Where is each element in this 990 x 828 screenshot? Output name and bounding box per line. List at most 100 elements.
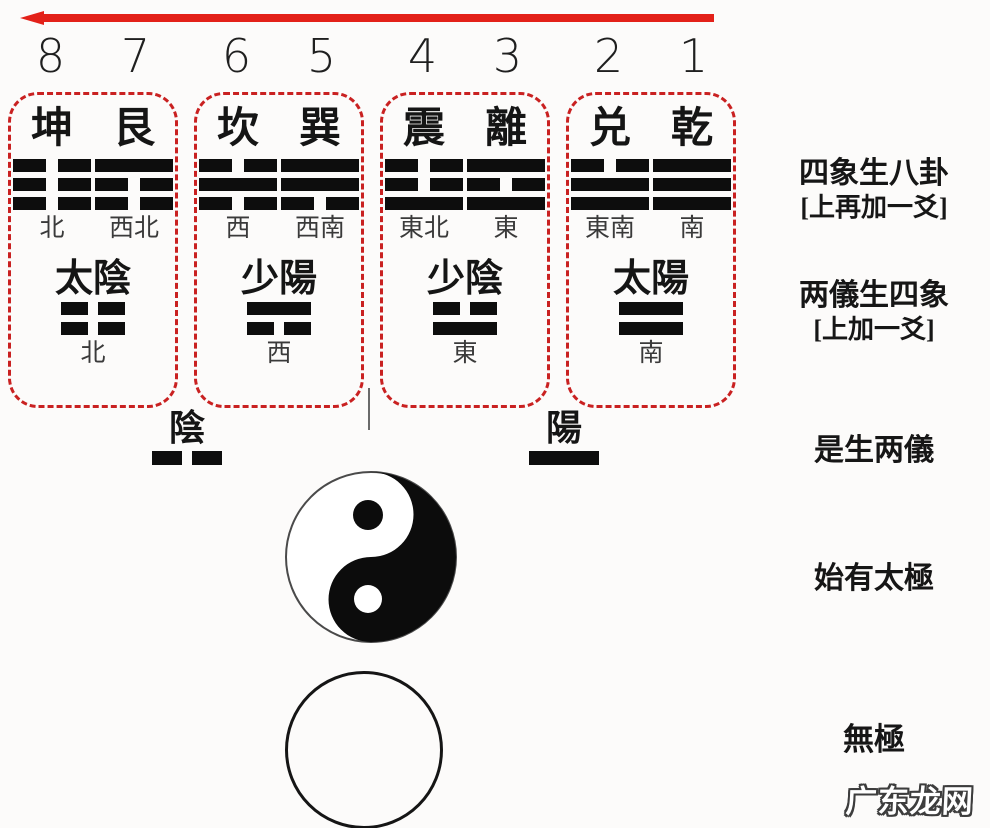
quad-box-taiyang: 兑 東南 乾 南 太陽 南 bbox=[566, 92, 736, 408]
trigram-symbol bbox=[651, 159, 733, 210]
sixiang-symbol bbox=[569, 302, 733, 335]
sixiang-symbol bbox=[383, 302, 547, 335]
sixiang-name: 少陽 bbox=[240, 258, 317, 300]
trigram-direction: 東南 bbox=[584, 215, 635, 242]
trigram-direction: 西 bbox=[225, 215, 251, 242]
solid-line bbox=[619, 302, 683, 315]
trigram-name: 乾 bbox=[670, 106, 713, 152]
broken-line bbox=[433, 302, 497, 315]
trigram-name: 巽 bbox=[298, 106, 341, 152]
trigram-xun: 巽 西南 bbox=[279, 105, 361, 244]
stage-label-taiji: 始有太極 bbox=[768, 560, 980, 597]
sequence-number: 5 bbox=[306, 29, 337, 83]
trigram-gen: 艮 西北 bbox=[93, 105, 175, 244]
sixiang-symbol bbox=[11, 302, 175, 335]
broken-line bbox=[281, 197, 359, 210]
number-group: 8 7 bbox=[8, 30, 178, 82]
stage-label-title: 始有太極 bbox=[814, 562, 934, 595]
wuji-circle-icon bbox=[285, 671, 443, 828]
yang-label: 陽 bbox=[545, 408, 582, 448]
broken-line bbox=[13, 197, 91, 210]
stage-label-subtitle: [上加一爻] bbox=[813, 315, 935, 344]
left-arrow-icon bbox=[20, 10, 714, 26]
broken-line bbox=[13, 178, 91, 191]
trigram-qian: 乾 南 bbox=[651, 105, 733, 244]
broken-line bbox=[199, 197, 277, 210]
solid-line bbox=[529, 451, 599, 465]
solid-line bbox=[281, 178, 359, 191]
broken-line bbox=[571, 159, 649, 172]
stage-label-title: 無極 bbox=[843, 722, 905, 758]
sixiang-taiyin: 太陰 北 bbox=[11, 258, 175, 369]
broken-line bbox=[199, 159, 277, 172]
solid-line bbox=[199, 178, 277, 191]
sixiang-name: 少陰 bbox=[426, 258, 503, 300]
yin-label: 陰 bbox=[168, 408, 205, 448]
number-group: 4 3 bbox=[380, 30, 550, 82]
sequence-number: 6 bbox=[221, 29, 252, 83]
sequence-number: 4 bbox=[407, 29, 438, 83]
sixiang-shaoyang: 少陽 西 bbox=[197, 258, 361, 369]
trigram-boxes-row: 坤 北 艮 西北 太陰 北 坎 西 bbox=[8, 92, 736, 408]
broken-line bbox=[95, 178, 173, 191]
trigram-direction: 北 bbox=[39, 215, 65, 242]
broken-line bbox=[467, 178, 545, 191]
trigram-symbol bbox=[465, 159, 547, 210]
trigram-kan: 坎 西 bbox=[197, 105, 279, 244]
broken-line bbox=[385, 159, 463, 172]
solid-line bbox=[571, 197, 649, 210]
sequence-number: 7 bbox=[120, 29, 151, 83]
stage-label-liangyi: 是生两儀 bbox=[768, 432, 980, 469]
sixiang-name: 太陽 bbox=[612, 258, 689, 300]
trigram-symbol bbox=[279, 159, 361, 210]
yin-yang-divider bbox=[368, 388, 370, 430]
trigram-name: 坎 bbox=[216, 106, 259, 152]
trigram-kun: 坤 北 bbox=[11, 105, 93, 244]
sixiang-taiyang: 太陽 南 bbox=[569, 258, 733, 369]
sequence-number: 1 bbox=[678, 29, 709, 83]
stage-label-title: 是生两儀 bbox=[814, 434, 934, 467]
solid-line bbox=[95, 159, 173, 172]
trigram-name: 艮 bbox=[112, 106, 155, 152]
trigram-direction: 東 bbox=[493, 215, 519, 242]
broken-line bbox=[13, 159, 91, 172]
trigram-dui: 兑 東南 bbox=[569, 105, 651, 244]
trigram-symbol bbox=[569, 159, 651, 210]
arrow-head bbox=[20, 11, 44, 25]
liangyi-yang: 陽 bbox=[518, 408, 610, 465]
trigram-symbol bbox=[11, 159, 93, 210]
stage-label-sixiang: 两儀生四象 [上加一爻] bbox=[768, 277, 980, 345]
solid-line bbox=[247, 302, 311, 315]
trigram-symbol bbox=[197, 159, 279, 210]
trigram-zhen: 震 東北 bbox=[383, 105, 465, 244]
sequence-number: 8 bbox=[35, 29, 66, 83]
solid-line bbox=[385, 197, 463, 210]
watermark-text: 广东龙网 bbox=[844, 784, 975, 820]
solid-line bbox=[653, 178, 731, 191]
broken-line bbox=[385, 178, 463, 191]
sequence-numbers-row: 8 7 6 5 4 3 2 1 bbox=[8, 30, 736, 82]
trigram-symbol bbox=[93, 159, 175, 210]
sixiang-shaoyin: 少陰 東 bbox=[383, 258, 547, 369]
solid-line bbox=[571, 178, 649, 191]
solid-line bbox=[433, 322, 497, 335]
solid-line bbox=[467, 197, 545, 210]
stage-label-subtitle: [上再加一爻] bbox=[800, 193, 948, 222]
trigram-name: 震 bbox=[402, 106, 445, 152]
broken-line bbox=[95, 197, 173, 210]
stage-label-wuji: 無極 bbox=[768, 722, 980, 759]
trigram-direction: 東北 bbox=[398, 215, 449, 242]
yin-line-symbol bbox=[141, 451, 233, 465]
number-group: 6 5 bbox=[194, 30, 364, 82]
arrow-shaft bbox=[36, 14, 714, 22]
quad-box-taiyin: 坤 北 艮 西北 太陰 北 bbox=[8, 92, 178, 408]
broken-line bbox=[61, 322, 125, 335]
trigram-direction: 西北 bbox=[108, 215, 159, 242]
trigram-direction: 南 bbox=[679, 215, 705, 242]
sequence-number: 2 bbox=[593, 29, 624, 83]
quad-box-shaoyang: 坎 西 巽 西南 少陽 西 bbox=[194, 92, 364, 408]
quad-box-shaoyin: 震 東北 離 東 少陰 東 bbox=[380, 92, 550, 408]
trigram-name: 坤 bbox=[30, 106, 73, 152]
trigram-symbol bbox=[383, 159, 465, 210]
